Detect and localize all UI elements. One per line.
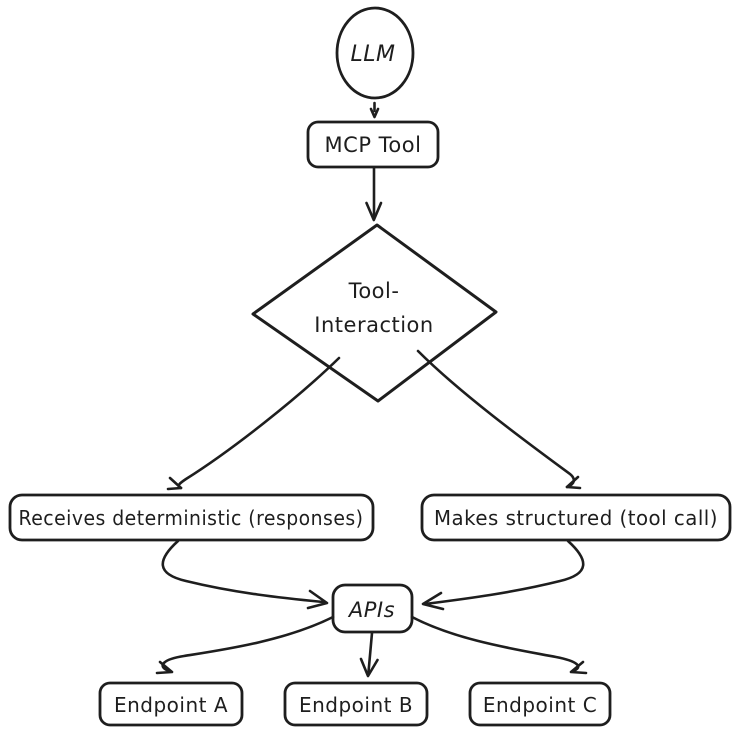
node-tool-interaction-diamond (251, 223, 498, 403)
edge-line (367, 631, 374, 674)
node-mcp-tool-box (306, 120, 440, 169)
node-endpoint-c-label: Endpoint C (483, 693, 597, 717)
edge-apis-to-endpoint-a (155, 615, 335, 675)
arrowhead-icon (421, 591, 445, 611)
edge-line (410, 615, 580, 673)
node-endpoint-b-box (283, 681, 429, 727)
node-llm-label: LLM (351, 42, 396, 67)
edge-makes-to-apis (421, 539, 585, 611)
arrowhead-icon (306, 589, 329, 610)
edge-receives-to-apis (161, 539, 329, 610)
edge-line (423, 539, 585, 606)
node-tool-interaction-label-line2: Interaction (314, 313, 433, 337)
node-apis-label: APIs (347, 598, 395, 622)
node-receives-box (8, 493, 375, 542)
node-tool-interaction-label-line1: Tool- (348, 279, 400, 303)
edge-tool-interaction-to-receives (166, 356, 341, 491)
node-makes-box (420, 493, 732, 542)
node-llm-ellipse (335, 6, 415, 100)
edge-line (161, 539, 325, 604)
arrowhead-icon (565, 475, 582, 490)
arrowhead-icon (155, 660, 174, 675)
arrowhead-icon (359, 657, 379, 678)
edge-line (177, 356, 341, 490)
node-makes-label: Makes structured (tool call) (434, 506, 718, 530)
node-mcp-tool-label: MCP Tool (325, 133, 422, 157)
edge-line (416, 349, 576, 489)
node-endpoint-a-box (98, 681, 244, 727)
edge-mcp-tool-to-tool-interaction (365, 166, 383, 222)
arrowhead-icon (166, 476, 183, 491)
arrowhead-icon (569, 660, 588, 675)
edge-tool-interaction-to-makes (416, 349, 582, 490)
edge-apis-to-endpoint-c (410, 615, 588, 675)
edge-apis-to-endpoint-b (359, 631, 379, 678)
arrowhead-icon (365, 201, 383, 222)
node-endpoint-c-box (468, 681, 612, 727)
node-endpoint-a-label: Endpoint A (114, 693, 228, 717)
edge-line (161, 615, 335, 673)
edge-llm-to-mcp-tool (369, 101, 380, 119)
node-endpoint-b-label: Endpoint B (299, 693, 413, 717)
arrowhead-icon (369, 107, 380, 119)
node-receives-label: Receives deterministic (responses) (19, 506, 364, 530)
